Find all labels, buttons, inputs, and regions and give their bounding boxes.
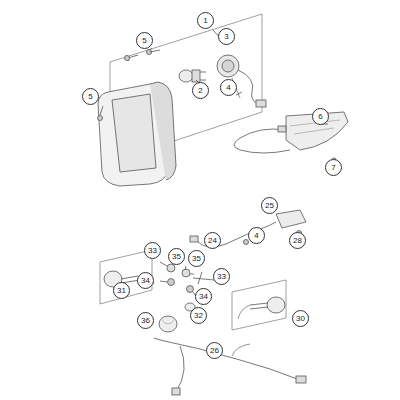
- callout-number: 6: [312, 108, 329, 125]
- callout-number: 32: [190, 307, 207, 324]
- callout-number: 26: [206, 342, 223, 359]
- callout-number: 24: [204, 232, 221, 249]
- callout-number: 5: [82, 88, 99, 105]
- callout-number: 2: [192, 82, 209, 99]
- callout-number: 31: [113, 282, 130, 299]
- callout-number: 7: [325, 159, 342, 176]
- callout-number: 34: [195, 288, 212, 305]
- callout-number: 3: [218, 28, 235, 45]
- callout-number: 36: [137, 312, 154, 329]
- callout-number: 35: [168, 248, 185, 265]
- callout-number: 25: [261, 197, 278, 214]
- callout-number: 5: [136, 32, 153, 49]
- callout-number: 28: [289, 232, 306, 249]
- callout-number: 1: [197, 12, 214, 29]
- callout-number: 33: [144, 242, 161, 259]
- callout-number: 30: [292, 310, 309, 327]
- callout-number: 4: [248, 227, 265, 244]
- callout-number: 33: [213, 268, 230, 285]
- callout-number: 34: [137, 272, 154, 289]
- callout-number: 4: [220, 79, 237, 96]
- callout-number: 35: [188, 250, 205, 267]
